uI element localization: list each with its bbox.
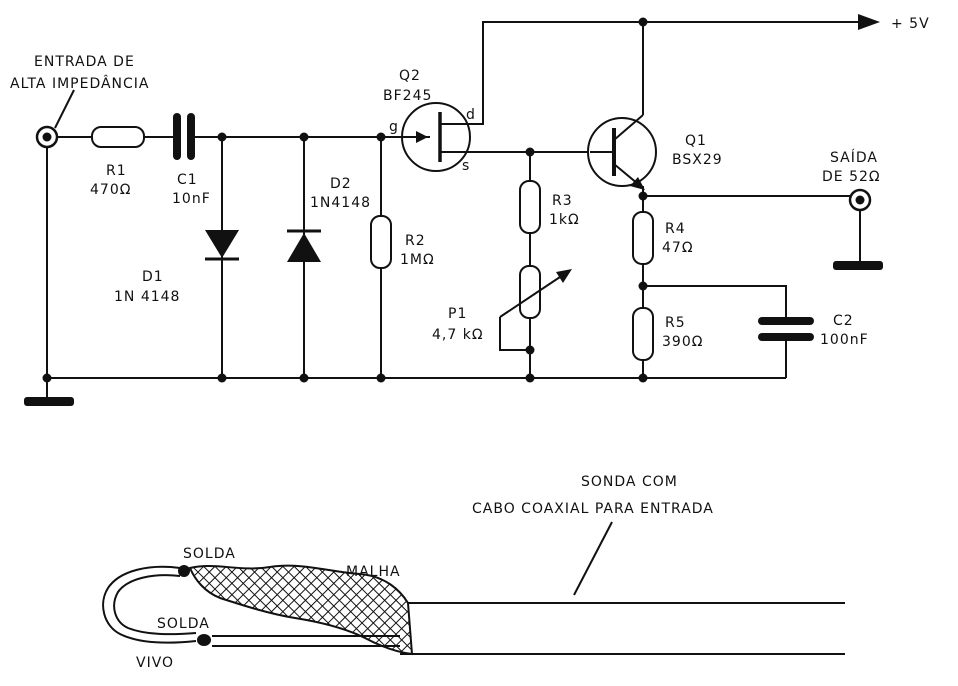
- supply-arrow: [858, 14, 880, 30]
- supply-rail: [470, 14, 880, 125]
- probe-title-line1: SONDA COM: [581, 474, 678, 490]
- c1-value: 10nF: [172, 191, 211, 207]
- solder-label-bottom: SOLDA: [157, 616, 210, 632]
- q1-transistor: [587, 114, 657, 196]
- c1-name: C1: [177, 172, 198, 188]
- r4-resistor: [632, 211, 654, 265]
- solder-point-top: [178, 565, 190, 577]
- ground-rail: [24, 148, 786, 406]
- r3-name: R3: [552, 193, 573, 209]
- c2-value: 100nF: [820, 332, 869, 348]
- q2-name: Q2: [399, 68, 421, 84]
- q1-name: Q1: [685, 133, 707, 149]
- d2-diode: [287, 137, 321, 378]
- ground-symbol-left: [24, 397, 74, 406]
- d1-diode: [205, 137, 239, 378]
- output-jack: [833, 188, 883, 270]
- output-label-line1: SAÍDA: [830, 149, 878, 166]
- r3-resistor: [519, 180, 541, 234]
- probe-title-line2: CABO COAXIAL PARA ENTRADA: [472, 501, 714, 517]
- r2-name: R2: [405, 233, 426, 249]
- r1-value: 470Ω: [90, 182, 131, 198]
- braid-label: MALHA: [346, 564, 401, 580]
- input-label-line2: ALTA IMPEDÂNCIA: [10, 74, 150, 92]
- emitter-chain: [632, 195, 850, 378]
- solder-label-top: SOLDA: [183, 546, 236, 562]
- q1-value: BSX29: [672, 152, 723, 168]
- coax-probe-drawing: [102, 521, 845, 656]
- q2-drain-label: d: [466, 107, 476, 123]
- input-label-line1: ENTRADA DE: [34, 54, 135, 70]
- d1-value: 1N 4148: [114, 289, 180, 305]
- c2-capacitor-plate-b: [758, 333, 814, 341]
- r3-value: 1kΩ: [549, 212, 580, 228]
- q2-source-label: s: [462, 158, 470, 174]
- input-signal-line: [57, 113, 440, 160]
- supply-label: + 5V: [891, 16, 930, 32]
- live-label: VIVO: [136, 655, 174, 671]
- d1-name: D1: [142, 269, 164, 285]
- junction-dots: [42, 17, 648, 383]
- c1-capacitor-plate-a: [173, 113, 181, 160]
- r4-name: R4: [665, 221, 686, 237]
- r5-name: R5: [665, 315, 686, 331]
- ground-symbol-right: [833, 261, 883, 270]
- solder-point-bottom: [197, 634, 211, 646]
- d2-name: D2: [330, 176, 352, 192]
- d2-value: 1N4148: [310, 195, 371, 211]
- c2-capacitor-plate-a: [758, 317, 814, 325]
- p1-name: P1: [448, 306, 467, 322]
- p1-value: 4,7 kΩ: [432, 327, 484, 343]
- r2-value: 1MΩ: [400, 252, 435, 268]
- c1-capacitor-plate-b: [187, 113, 195, 160]
- input-jack: [35, 89, 75, 149]
- q2-value: BF245: [383, 88, 432, 104]
- r1-resistor: [91, 126, 145, 148]
- c2-name: C2: [833, 313, 854, 329]
- braid-mesh: [188, 564, 414, 656]
- q2-jfet: [381, 102, 471, 172]
- r2-resistor: [370, 137, 392, 378]
- r5-resistor: [632, 307, 654, 361]
- r1-name: R1: [106, 163, 127, 179]
- output-label-line2: DE 52Ω: [822, 169, 881, 185]
- r5-value: 390Ω: [662, 334, 703, 350]
- q2-gate-label: g: [389, 119, 399, 135]
- r4-value: 47Ω: [662, 240, 694, 256]
- p1-potentiometer: [499, 265, 572, 351]
